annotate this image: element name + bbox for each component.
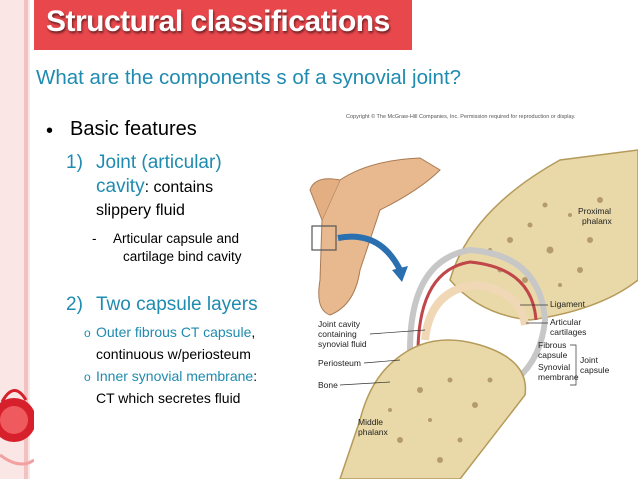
label-joint-cavity-2: containing [318,329,357,339]
item2-o1-line1: Outer fibrous CT capsule, [96,324,255,340]
label-fibrous-1: Fibrous [538,340,566,350]
item2-o2-rest: : [253,368,258,384]
item1-line1: Joint (articular) [96,152,222,173]
label-ligament: Ligament [550,299,586,309]
item2-o1-rest: , [251,324,256,340]
item2-number: 2) [66,294,83,315]
label-middle-2: phalanx [358,427,389,437]
left-decoration [0,0,34,479]
label-joint-cavity-3: synovial fluid [318,339,367,349]
label-synovial-1: Synovial [538,362,570,372]
bullet-marker: • [46,120,54,142]
label-bone: Bone [318,380,338,390]
slide-question: What are the components s of a synovial … [36,66,462,89]
label-joint-cavity-1: Joint cavity [318,319,361,329]
item1-line2: cavity: contains [96,176,213,198]
item2-o2-line1: Inner synovial membrane: [96,368,257,384]
slide-title: Structural classifications [46,5,390,38]
label-joint-capsule-1: Joint [580,355,599,365]
label-articular-2: cartilages [550,327,586,337]
item1-sub2: cartilage bind cavity [123,249,242,264]
item2-o1-term: Outer fibrous CT capsule [96,324,252,340]
label-periosteum: Periosteum [318,358,361,368]
item1-line3: slippery fluid [96,202,185,219]
label-middle-1: Middle [358,417,383,427]
proximal-phalanx [449,149,638,321]
item1-dash: - [92,231,97,246]
copyright-notice: Copyright © The McGraw-Hill Companies, I… [346,114,576,120]
item2-o2-term: Inner synovial membrane [96,368,254,384]
item2-text: Two capsule layers [96,294,258,315]
item2-o2-marker: o [84,370,91,384]
item2-o1-line2: continuous w/periosteum [96,346,251,362]
zoom-arrow [337,233,403,272]
synovial-joint-diagram: Proximal phalanx Ligament Articular cart… [309,149,638,479]
label-proximal-1: Proximal [578,206,611,216]
label-joint-capsule-2: capsule [580,365,610,375]
item1-term: cavity [96,176,145,197]
bullet-basic-features: Basic features [70,118,197,140]
middle-phalanx [339,339,527,479]
hand-illustration [309,157,441,316]
label-fibrous-2: capsule [538,350,568,360]
diagram-labels: Proximal phalanx Ligament Articular cart… [318,206,613,437]
label-synovial-2: membrane [538,372,579,382]
item1-sub1: Articular capsule and [113,231,240,246]
title-banner [34,0,412,50]
label-articular-1: Articular [550,317,581,327]
label-proximal-2: phalanx [582,216,613,226]
item1-rest: : contains [144,179,214,196]
item2-o1-marker: o [84,326,91,340]
item1-number: 1) [66,152,83,173]
item2-o2-line2: CT which secretes fluid [96,390,241,406]
